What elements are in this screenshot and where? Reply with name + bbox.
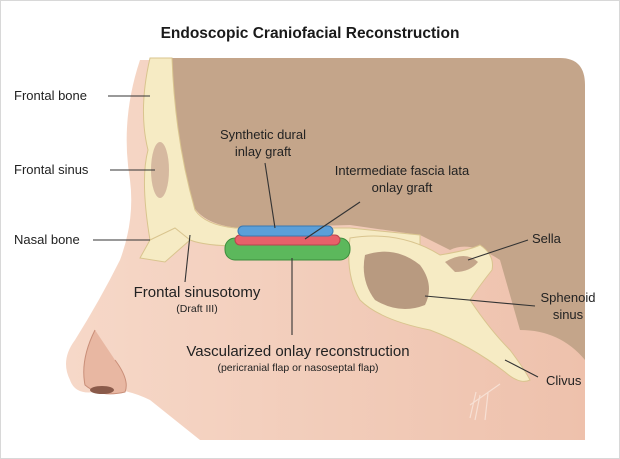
nostril [90, 386, 114, 394]
label-fascia-2: onlay graft [372, 180, 433, 195]
label-vascularized-sub: (pericranial flap or nasoseptal flap) [217, 362, 378, 374]
artist-signature [469, 383, 501, 421]
sella-turcica [445, 256, 478, 272]
label-sella: Sella [532, 231, 562, 246]
label-clivus: Clivus [546, 373, 582, 388]
label-vascularized: Vascularized onlay reconstruction [186, 343, 409, 360]
sphenoid-sinus [363, 251, 429, 309]
label-nasal-bone: Nasal bone [14, 232, 80, 247]
label-sphenoid-2: sinus [553, 307, 584, 322]
frontal-sinus [151, 142, 169, 198]
label-fascia-1: Intermediate fascia lata [335, 163, 470, 178]
label-dural-2: inlay graft [235, 144, 292, 159]
label-frontal-sinus: Frontal sinus [14, 162, 89, 177]
leader-sinusotomy [184, 234, 191, 283]
leader-sella [467, 239, 529, 261]
label-dural-1: Synthetic dural [220, 127, 306, 142]
figure-title: Endoscopic Craniofacial Reconstruction [161, 25, 460, 42]
nasal-bone [139, 227, 191, 263]
leader-sphenoid [424, 295, 536, 307]
leader-fascia [304, 201, 361, 240]
leader-clivus [504, 359, 539, 378]
dural-graft [237, 225, 334, 237]
label-sphenoid-1: Sphenoid [541, 290, 596, 305]
leader-dural [264, 162, 276, 229]
label-draft: (Draft III) [176, 303, 217, 315]
brain [165, 58, 585, 360]
label-frontal-sinusotomy: Frontal sinusotomy [134, 284, 261, 301]
label-frontal-bone: Frontal bone [14, 88, 87, 103]
